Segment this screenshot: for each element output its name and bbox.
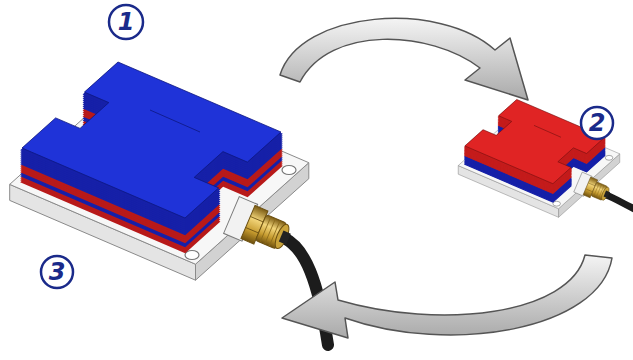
plate-top: [22, 62, 281, 218]
sensor-small: [458, 99, 620, 217]
groove-line: [150, 110, 200, 132]
curved-arrow: [282, 255, 612, 338]
callout-circle: [41, 256, 73, 288]
sensor-large: [10, 62, 309, 280]
callout-number: 1: [109, 5, 143, 39]
callout-circle: [109, 5, 143, 39]
groove-line: [534, 125, 561, 137]
callout-number: 2: [580, 106, 614, 140]
cable-gland: [574, 172, 613, 205]
callout-circle: [581, 107, 613, 139]
callout-number: 3: [40, 255, 74, 289]
cable-gland: [224, 197, 297, 258]
curved-arrow: [280, 18, 528, 100]
cable: [606, 195, 633, 214]
